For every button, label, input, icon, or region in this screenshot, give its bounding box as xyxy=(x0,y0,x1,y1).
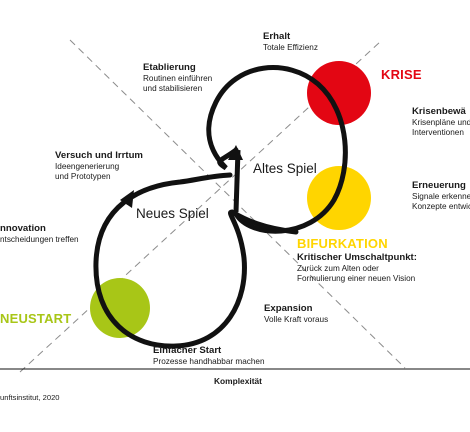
stage-etablierung-sub-1: Routinen einführen xyxy=(143,73,213,83)
stage-expansion: Expansion Volle Kraft voraus xyxy=(264,303,328,325)
stage-etablierung-title: Etablierung xyxy=(143,62,196,73)
stage-versuch-irrtum: Versuch und Irrtum Ideengenerierung und … xyxy=(55,150,143,182)
stage-versuch-title: Versuch und Irrtum xyxy=(55,150,143,161)
new-game-arrow-icon xyxy=(120,190,134,208)
stage-versuch-sub-1: Ideengenerierung xyxy=(55,161,120,171)
stage-innovation-title: nnovation xyxy=(0,223,46,234)
stage-erneuerung-sub-1: Signale erkennen xyxy=(412,191,470,201)
stage-umschalt-sub-2: Formulierung einer neuen Vision xyxy=(297,274,416,284)
stage-start-title: Einfacher Start xyxy=(153,345,222,356)
new-game-loop xyxy=(93,172,299,349)
stage-erhalt-title: Erhalt xyxy=(263,31,291,42)
stage-einfacher-start: Einfacher Start Prozesse handhabbar mach… xyxy=(153,345,265,367)
stage-start-sub: Prozesse handhabbar machen xyxy=(153,356,265,366)
old-game-arrow-icon xyxy=(228,145,243,160)
stage-umschalt-sub-1: Zurück zum Alten oder xyxy=(297,263,379,273)
stage-erhalt: Erhalt Totale Effizienz xyxy=(263,31,318,53)
stage-versuch-sub-2: und Prototypen xyxy=(55,172,111,182)
stage-expansion-title: Expansion xyxy=(264,303,313,314)
bifurkation-label: BIFURKATION xyxy=(297,236,388,251)
old-game-loop xyxy=(206,65,348,234)
stage-umschaltpunkt: Kritischer Umschaltpunkt: Zurück zum Alt… xyxy=(297,252,417,284)
stage-krisenbewaeltigung: Krisenbewä Krisenpläne und Interventione… xyxy=(412,106,470,138)
old-game-loop-stem xyxy=(233,149,241,213)
stage-etablierung-sub-2: und stabilisieren xyxy=(143,84,203,94)
diagonal-line-rising xyxy=(19,41,381,373)
krise-circle xyxy=(307,61,371,125)
neustart-label: NEUSTART xyxy=(0,311,72,326)
stage-erneuerung-title: Erneuerung xyxy=(412,180,466,191)
krise-label: KRISE xyxy=(381,67,422,82)
stage-krisenbewaeltigung-title: Krisenbewä xyxy=(412,106,466,117)
stage-erneuerung: Erneuerung Signale erkennen Konzepte ent… xyxy=(412,180,470,212)
neustart-circle xyxy=(90,278,150,338)
stage-innovation: nnovation ntscheidungen treffen xyxy=(0,223,79,245)
stage-expansion-sub: Volle Kraft voraus xyxy=(264,314,329,324)
old-game-label: Altes Spiel xyxy=(253,161,317,176)
stage-krisenbewaeltigung-sub-2: Interventionen xyxy=(412,128,464,138)
source-note: unftsinstitut, 2020 xyxy=(0,393,60,402)
stage-umschalt-title: Kritischer Umschaltpunkt: xyxy=(297,252,417,263)
stage-erneuerung-sub-2: Konzepte entwic xyxy=(412,202,470,212)
new-game-label: Neues Spiel xyxy=(136,206,209,221)
stage-erhalt-sub: Totale Effizienz xyxy=(263,42,318,52)
stage-krisenbewaeltigung-sub-1: Krisenpläne und xyxy=(412,117,470,127)
stage-innovation-sub: ntscheidungen treffen xyxy=(0,234,79,244)
complexity-axis-label: Komplexität xyxy=(214,376,262,386)
stage-etablierung: Etablierung Routinen einführen und stabi… xyxy=(143,62,212,94)
